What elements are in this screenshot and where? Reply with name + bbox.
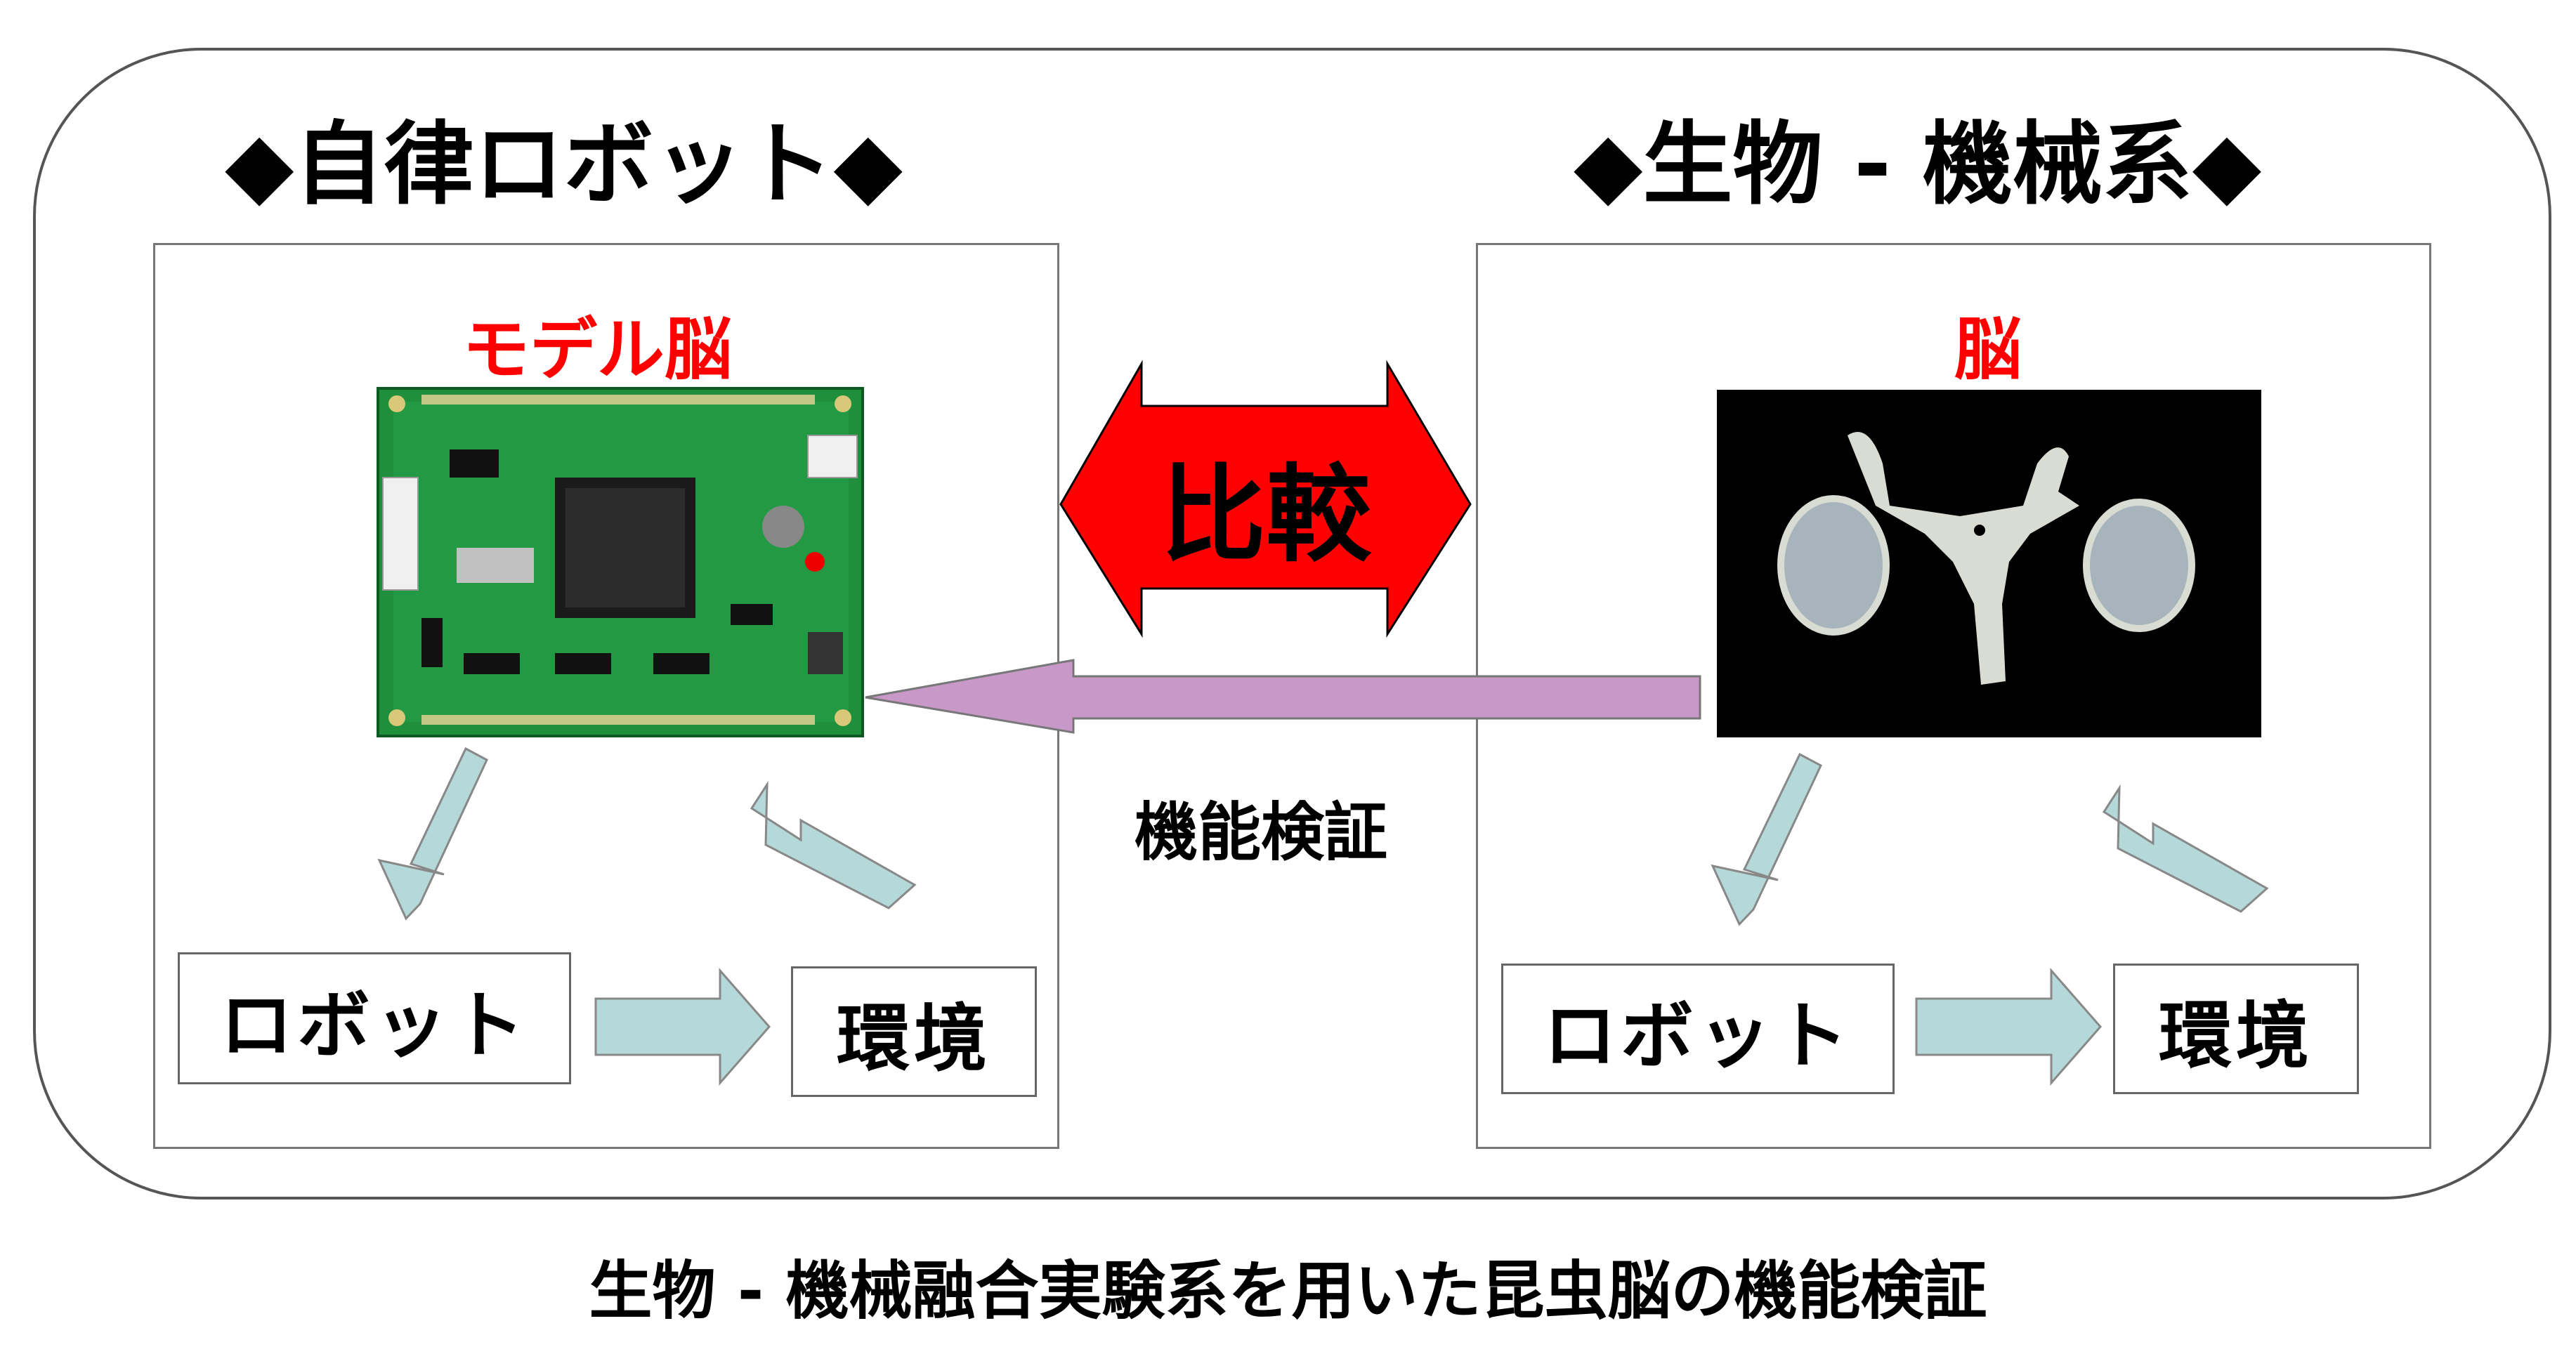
compare-label: 比較 [1160, 454, 1372, 577]
left-cycle-arrows [377, 747, 917, 1086]
left-environment-label: 環境 [836, 995, 991, 1082]
right-cycle-arrows [1711, 752, 2269, 1086]
compare-double-arrow [1059, 360, 1472, 638]
verify-label: 機能検証 [1135, 796, 1387, 869]
left-environment-box: 環境 [791, 966, 1037, 1097]
model-brain-label: モデル脳 [462, 310, 732, 389]
verify-arrow [865, 659, 1701, 734]
figure-caption: 生物 - 機械融合実験系を用いた昆虫脳の機能検証 [589, 1254, 1987, 1328]
brain-label: 脳 [1954, 310, 2022, 389]
insect-brain-image [1717, 390, 2261, 737]
left-robot-label: ロボット [219, 982, 529, 1068]
right-heading: ◆生物 - 機械系◆ [1574, 112, 2262, 217]
outer-frame [33, 48, 2551, 1199]
right-environment-box: 環境 [2113, 964, 2359, 1094]
right-robot-label: ロボット [1543, 992, 1852, 1079]
right-robot-box: ロボット [1501, 964, 1895, 1094]
right-environment-label: 環境 [2158, 992, 2313, 1079]
circuit-board-image [377, 387, 864, 737]
left-robot-box: ロボット [178, 952, 571, 1084]
left-heading: ◆自律ロボット◆ [225, 112, 903, 217]
